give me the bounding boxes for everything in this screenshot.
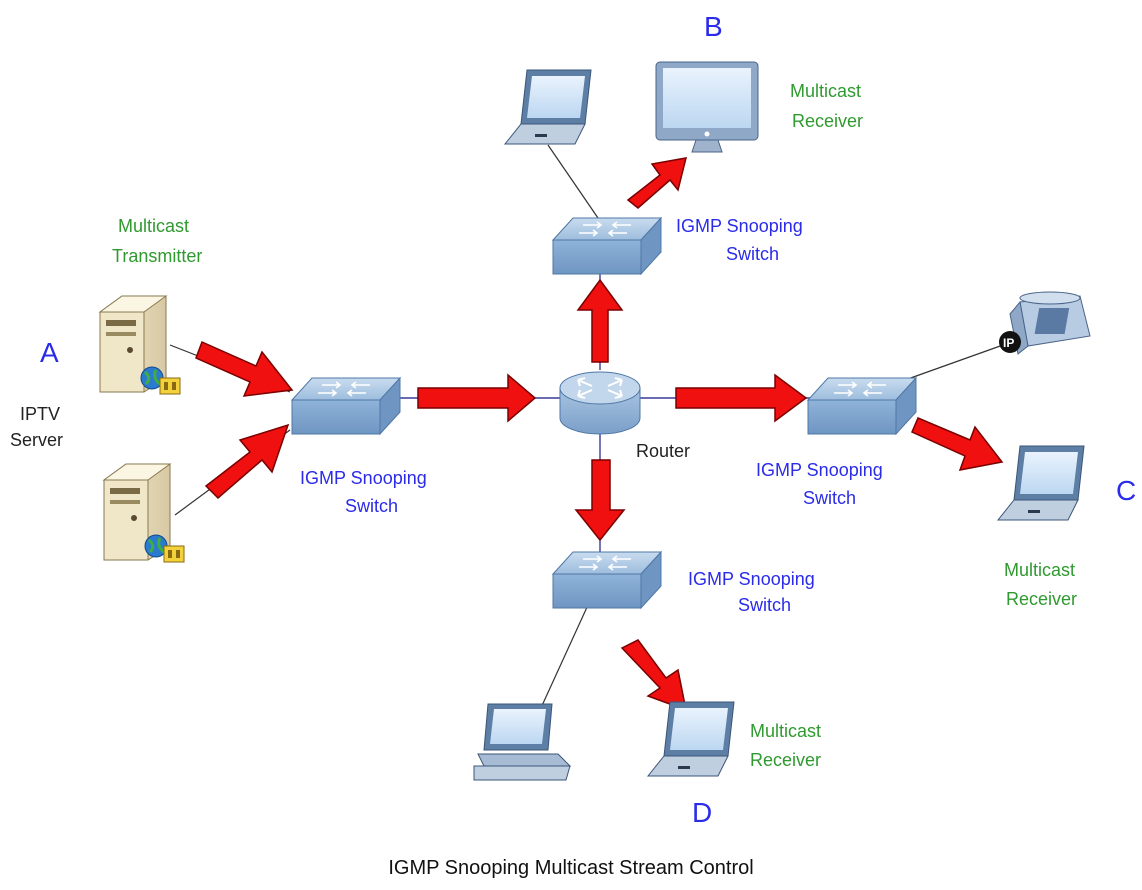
- laptop-icon-top: [503, 69, 592, 145]
- label-letter-b: B: [704, 11, 723, 42]
- label-switch-right-line1: IGMP Snooping: [756, 460, 883, 480]
- laptop-icon-c: [996, 445, 1085, 521]
- label-switch-top-line2: Switch: [726, 244, 779, 264]
- arrow-server1-to-switch: [195, 340, 294, 397]
- label-switch-top-line1: IGMP Snooping: [676, 216, 803, 236]
- iptv-server-2: [102, 463, 185, 563]
- igmp-switch-left: [290, 376, 402, 436]
- router-icon: [559, 371, 641, 435]
- arrow-router-to-topswitch: [576, 278, 624, 363]
- label-receiver-b-line1: Multicast: [790, 81, 861, 101]
- laptop-icon-d: [646, 701, 735, 777]
- desktop-pc-icon: [473, 703, 572, 781]
- iptv-server-1: [98, 295, 181, 395]
- arrow-server2-to-switch: [204, 423, 290, 500]
- label-receiver-c-line2: Receiver: [1006, 589, 1077, 609]
- igmp-switch-right: [806, 376, 918, 436]
- link-bottomswitch-desktop: [539, 604, 589, 711]
- label-switch-bottom-line2: Switch: [738, 595, 791, 615]
- arrow-topswitch-to-receiver-b: [626, 157, 688, 209]
- label-receiver-b-line2: Receiver: [792, 111, 863, 131]
- label-receiver-c-line1: Multicast: [1004, 560, 1075, 580]
- label-switch-left-line1: IGMP Snooping: [300, 468, 427, 488]
- arrow-switch-to-router: [417, 373, 537, 423]
- label-transmitter-line1: Multicast: [118, 216, 189, 236]
- igmp-switch-top: [551, 216, 663, 276]
- label-iptv-line1: IPTV: [20, 404, 60, 424]
- desktop-monitor-icon-b: [655, 61, 759, 153]
- label-switch-left-line2: Switch: [345, 496, 398, 516]
- arrow-bottomswitch-to-receiver-d: [620, 639, 687, 712]
- label-letter-a: A: [40, 337, 59, 368]
- label-router: Router: [636, 441, 690, 461]
- label-switch-bottom-line1: IGMP Snooping: [688, 569, 815, 589]
- link-topswitch-laptop: [547, 144, 599, 219]
- arrow-router-to-bottomswitch: [574, 459, 626, 542]
- lock-icon: [159, 377, 181, 395]
- link-rightswitch-phone: [904, 344, 1004, 381]
- label-letter-c: C: [1116, 475, 1136, 506]
- lock-icon: [163, 545, 185, 563]
- label-transmitter-line2: Transmitter: [112, 246, 202, 266]
- diagram-caption: IGMP Snooping Multicast Stream Control: [388, 857, 753, 879]
- ip-badge-label: IP: [1003, 336, 1014, 350]
- label-letter-d: D: [692, 797, 712, 828]
- label-receiver-d-line2: Receiver: [750, 750, 821, 770]
- arrow-router-to-rightswitch: [675, 373, 808, 423]
- globe-icon: [144, 534, 168, 558]
- label-iptv-line2: Server: [10, 430, 63, 450]
- arrow-rightswitch-to-receiver-c: [911, 417, 1004, 471]
- ip-phone-icon: IP: [999, 291, 1091, 355]
- label-switch-right-line2: Switch: [803, 488, 856, 508]
- igmp-switch-bottom: [551, 550, 663, 610]
- label-receiver-d-line1: Multicast: [750, 721, 821, 741]
